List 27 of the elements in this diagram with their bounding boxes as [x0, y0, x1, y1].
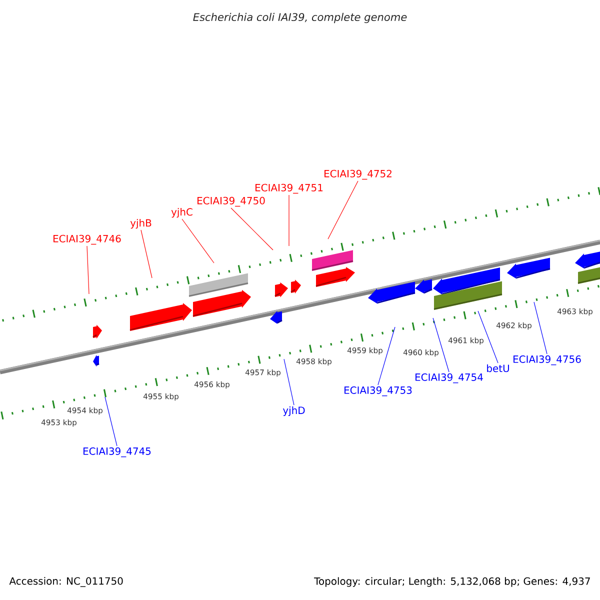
title: Escherichia coli IAI39, complete genome	[193, 12, 407, 24]
gene-label: yjhD	[282, 406, 305, 416]
gene-label: betU	[487, 364, 509, 372]
gene-label: ECIAI39_4745	[84, 447, 151, 458]
gene-label: ECIAI39_4750	[198, 196, 265, 207]
gene-label: yjhC	[171, 208, 192, 218]
gene-label: yjhB	[130, 218, 152, 229]
leader-line	[104, 396, 118, 446]
leader-line	[378, 326, 396, 386]
genome-info-text: Topology: circular; Length: 5,132,068 bp; Genes: 4,937	[314, 577, 590, 587]
leader-line	[534, 302, 548, 354]
leader-line	[328, 180, 358, 240]
leader-line	[86, 246, 90, 294]
gene-label: ECIAI39_4752	[324, 170, 392, 180]
gene-label: ECIAI39_4746	[54, 234, 121, 245]
gene-label: ECIAI39_4753	[344, 386, 412, 396]
leader-line	[230, 208, 274, 250]
gene-label: ECIAI39_4754	[416, 373, 483, 384]
leader-line	[478, 310, 498, 364]
leader-line	[140, 230, 152, 278]
leader-line	[284, 358, 294, 406]
accession-text: Accession: NC_011750	[9, 577, 123, 587]
leader-line	[182, 218, 214, 264]
leader-line	[432, 318, 450, 372]
gene-label: ECIAI39_4751	[256, 184, 323, 194]
leader-line	[288, 194, 290, 246]
gene-label: ECIAI39_4756	[514, 355, 581, 366]
